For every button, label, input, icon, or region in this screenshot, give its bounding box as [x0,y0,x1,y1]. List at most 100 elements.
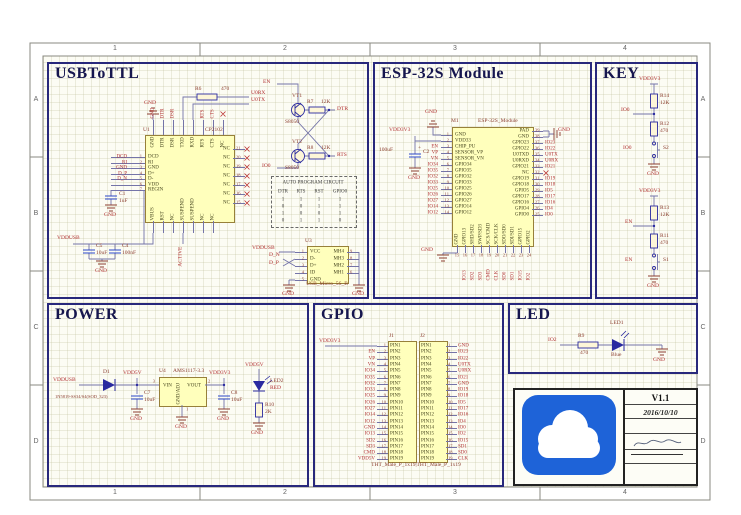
pin-stub [446,459,457,461]
pin-label: IO25 [364,393,375,399]
pin-label: PIN11 [421,406,434,412]
resistor-r13 [650,205,658,221]
led2-icon [253,381,265,391]
pin-label: 16 [462,252,468,258]
label: VOUT [187,383,201,389]
pin-stub [473,245,474,253]
pin-label: GND [458,381,469,387]
pin-stub [532,131,543,132]
pin-label: GPIO0 [514,212,529,218]
pin-stub [446,427,457,429]
designator: U1 [143,127,150,133]
capacitor-symbols [409,153,421,158]
pin-label: 29 [535,187,540,193]
pin-stub [446,358,457,360]
pin-label: NC [223,164,230,170]
pin-label: 13 [448,418,453,424]
pin-label: IO5 [545,188,553,194]
ground-icon [656,348,668,356]
pin-stub [532,185,543,186]
ground-icon [283,284,295,292]
label: S8050 [285,165,300,171]
pin-label: PIN3 [390,355,401,361]
designator: M1 [451,118,459,124]
pin-stub [441,207,452,208]
ground-icon [553,128,561,140]
resistor-r14 [650,93,658,109]
pin-label: IO12 [427,210,438,216]
label: C2 [423,149,430,155]
label: RST [314,189,324,195]
pin-stub [223,120,224,135]
pin-label: PIN9 [390,393,401,399]
pin-label: PIN18 [421,450,435,456]
switch-contact [652,253,656,258]
pin-stub [213,120,214,135]
pin-stub [446,352,457,354]
grid-row-b: B [700,210,706,218]
led1-icon [612,339,624,351]
pin-label: NC [223,173,230,179]
pin-stub [441,195,452,196]
label: 1 [338,204,342,210]
pin-stub [441,165,452,166]
label: 12K [321,99,331,105]
pin-label: MH2 [333,263,344,269]
power-net-label: VDD5V [245,362,264,368]
pin-label: IO25 [427,186,438,192]
label: 12K [660,100,670,106]
pin-label: ID [310,270,316,276]
pin-label: PIN15 [390,431,404,437]
logo-cell [515,390,625,484]
pin-label: 5 [383,367,386,373]
pin-label: IO34 [364,368,375,374]
pin-label: GND [148,165,159,171]
pin-label: PIN13 [390,418,404,424]
pin-label: IO23 [545,140,556,146]
pin-label: SD3 [366,444,375,450]
grid-row-c: C [700,324,706,332]
pin-label: PIN1 [390,343,401,349]
pin-label: 39 [535,127,540,133]
pin-stub [497,245,498,253]
power-net-label: VDDUSB [252,245,275,251]
ground-icon [409,167,421,175]
label: R13 [660,205,670,211]
pin-label: PIN8 [421,387,432,393]
pin-stub [441,177,452,178]
pin-label: CLK [458,456,468,462]
pin-label: 10 [444,185,450,191]
pin-label: 19 [448,455,453,461]
pin-label: U0TX [545,152,558,158]
pin-label: 6 [446,161,449,167]
pin-label: GPIO32 [455,174,472,180]
pin-label: 30 [535,181,540,187]
pin-label: PIN10 [390,399,404,405]
pin-stub [377,409,388,410]
pin-label: GPIO17 [512,194,529,200]
designator: D1 [103,369,110,375]
pin-label: 33 [535,163,540,169]
pin-label: IO21 [545,164,556,170]
net-label: IO2 [548,337,557,343]
pin-stub [163,120,164,135]
pin-label: GPIO25 [455,186,472,192]
label: R11 [660,233,669,239]
ground-icon [253,422,265,430]
pin-label: 5 [448,367,451,373]
pin-label: GPIO35 [455,168,472,174]
label: C4 [122,243,129,249]
pin-label: PIN5 [421,368,432,374]
pin-label: 37 [535,139,540,145]
pin-label: 8 [448,386,451,392]
pin-label: PIN7 [421,381,432,387]
label: 12K [321,145,331,151]
pin-stub [111,190,145,191]
pin-label: PIN4 [421,362,432,368]
resistor-r8 [308,152,326,160]
pin-stub [532,167,543,168]
pin-label: PIN12 [421,412,435,418]
designator: S1 [663,257,669,263]
